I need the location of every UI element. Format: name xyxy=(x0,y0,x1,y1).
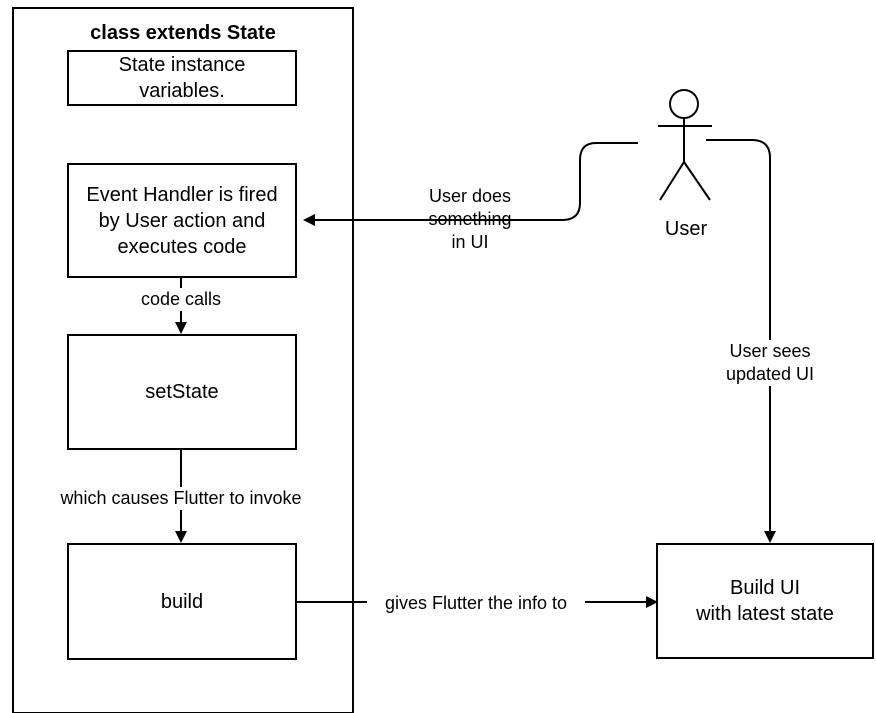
state-class-container xyxy=(12,7,354,713)
edge-user-to-buildui xyxy=(706,139,776,543)
event-handler-box: Event Handler is fired by User action an… xyxy=(67,163,297,278)
edge-label-user-does: User does something in UI xyxy=(428,186,512,252)
edge-label-causes-invoke: which causes Flutter to invoke xyxy=(36,487,326,510)
user-actor-label: User xyxy=(664,218,708,240)
container-title: class extends State xyxy=(90,22,276,44)
user-actor-icon xyxy=(658,89,712,201)
edge-label-code-calls: code calls xyxy=(121,288,241,311)
build-ui-box: Build UI with latest state xyxy=(656,543,874,659)
edge-label-gives-info: gives Flutter the info to xyxy=(367,592,585,615)
build-box: build xyxy=(67,543,297,660)
edge-label-user-sees: User sees updated UI xyxy=(705,340,835,386)
instance-variables-box: State instance variables. xyxy=(67,50,297,106)
edge-user-to-event-handler xyxy=(303,142,638,226)
setstate-box: setState xyxy=(67,334,297,450)
